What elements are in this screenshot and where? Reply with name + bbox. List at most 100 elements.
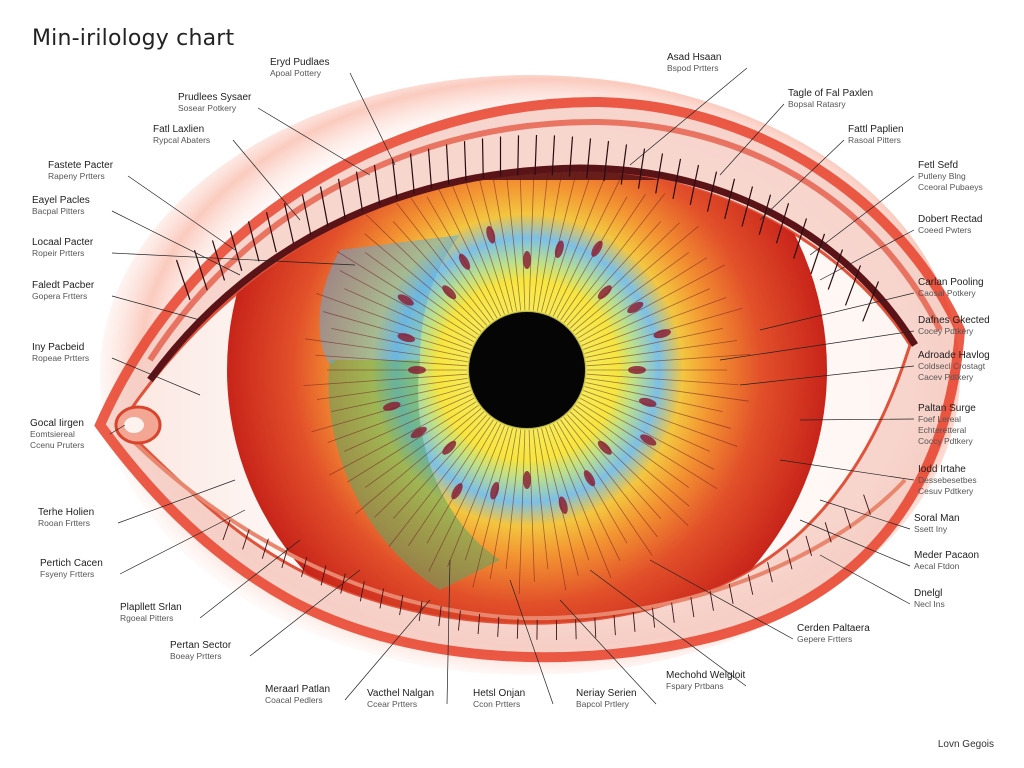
chart-title: Min-irilology chart <box>32 26 235 51</box>
annotation-label-sub: Gopera Frtters <box>32 291 88 301</box>
annotation-label-sub: Rooan Frtters <box>38 518 90 528</box>
annotation-label-title: Tagle of Fal Paxlen <box>788 88 874 99</box>
annotation-label-sub: Bapcol Prtlery <box>576 699 629 709</box>
iris-green-zone <box>328 360 500 590</box>
annotation-label-title: Fattl Paplien <box>848 124 904 135</box>
annotation-label-title: Iodd Irtahe <box>918 464 966 475</box>
annotation-label-title: Prudlees Sysaer <box>178 92 252 103</box>
leader-line <box>446 559 451 705</box>
annotation-label-sub: Cocey Pdtkery <box>918 326 974 336</box>
upper-lid-line <box>147 164 918 383</box>
annotation-label-title: Pertan Sector <box>170 640 232 651</box>
annotation-label-sub: Rapeny Prtters <box>48 171 105 181</box>
annotation-label-sub: Ccon Prtters <box>473 699 521 709</box>
iris-blue-zone <box>319 235 460 364</box>
annotation-label-sub: Putleny Blng <box>918 171 966 181</box>
annotation-label-sub: Coccy Pdtkery <box>918 436 973 446</box>
annotation-label-sub: Bopsal Ratasry <box>788 99 846 109</box>
annotation-label-sub: Necl Ins <box>914 599 945 609</box>
annotation-label-title: Locaal Pacter <box>32 237 94 248</box>
leader-line <box>719 103 785 176</box>
annotation-label-sub: Ropeir Prtters <box>32 248 85 258</box>
annotation-label-sub: Ssett Iny <box>914 524 948 534</box>
lower-eyelashes <box>222 494 871 640</box>
iris-fibers <box>303 169 751 594</box>
annotation-label-sub: Rasoal Pitters <box>848 135 901 145</box>
annotation-label-sub: Ccear Prtters <box>367 699 418 709</box>
leader-line <box>819 554 911 605</box>
annotation-label-sub: Dessebesetbes <box>918 475 977 485</box>
annotation-label-title: Paltan Surge <box>918 403 976 414</box>
annotation-label-sub: Foef Lereal <box>918 414 961 424</box>
leader-line <box>819 499 911 530</box>
leader-line <box>719 330 915 361</box>
annotation-label-sub: Bacpal Pitters <box>32 206 85 216</box>
annotation-label-title: Plapllett Srlan <box>120 602 182 613</box>
leader-line <box>257 107 371 176</box>
annotation-label-sub: Fspary Prtbans <box>666 681 724 691</box>
annotation-label-title: Iny Pacbeid <box>32 342 85 353</box>
annotation-label-sub: Coldsecl Crostagt <box>918 361 986 371</box>
annotation-label-sub: Coacal Pedlers <box>265 695 323 705</box>
annotation-label-title: Fatl Laxlien <box>153 124 205 135</box>
annotation-label-title: Terhe Holien <box>38 507 95 518</box>
annotation-label-title: Carlan Pooling <box>918 277 984 288</box>
annotation-label-sub: Sosear Potkery <box>178 103 237 113</box>
leader-line <box>111 295 201 321</box>
leader-line <box>559 599 657 705</box>
annotation-label-title: Pertich Cacen <box>40 558 103 569</box>
annotation-label-sub: Coeed Pwters <box>918 225 972 235</box>
leader-line <box>799 519 911 567</box>
label-leader-lines <box>109 67 915 705</box>
leader-line <box>249 569 361 657</box>
leader-line <box>111 357 201 396</box>
annotation-label-title: Eayel Pacles <box>32 195 90 206</box>
leader-line <box>119 509 246 575</box>
annotation-label-title: Meraarl Patlan <box>265 684 331 695</box>
leader-line <box>509 579 554 705</box>
annotation-label-title: Fetl Sefd <box>918 160 959 171</box>
annotation-label-sub: Ropeae Prtters <box>32 353 90 363</box>
annotation-label-title: Cerden Paltaera <box>797 623 870 634</box>
annotation-label-title: Gocal Iirgen <box>30 418 84 429</box>
leader-line <box>344 599 431 701</box>
annotation-label-sub: Gepere Frtters <box>797 634 853 644</box>
annotation-label-sub: Rypcal Abaters <box>153 135 211 145</box>
leader-line <box>649 559 794 640</box>
annotation-label-sub: Cacev Pdtkery <box>918 372 974 382</box>
annotation-label-title: Fastete Pacter <box>48 160 114 171</box>
annotation-label-title: Dobert Rectad <box>918 214 983 225</box>
leader-line <box>127 175 236 251</box>
annotation-label-sub: Bspod Prtters <box>667 63 719 73</box>
annotation-label-sub: Aecal Ftdon <box>914 561 960 571</box>
leader-line <box>739 365 915 386</box>
leader-line <box>819 229 915 281</box>
leader-line <box>759 292 915 331</box>
annotation-label-title: Mechohd Welgloit <box>666 670 746 681</box>
leader-line <box>117 479 236 524</box>
annotation-label-sub: Fsyeny Frtters <box>40 569 95 579</box>
leader-line <box>199 539 301 619</box>
annotation-label-title: Vacthel Nalgan <box>367 688 435 699</box>
annotation-label-sub: Apoal Pottery <box>270 68 322 78</box>
annotation-label-title: Hetsl Onjan <box>473 688 526 699</box>
